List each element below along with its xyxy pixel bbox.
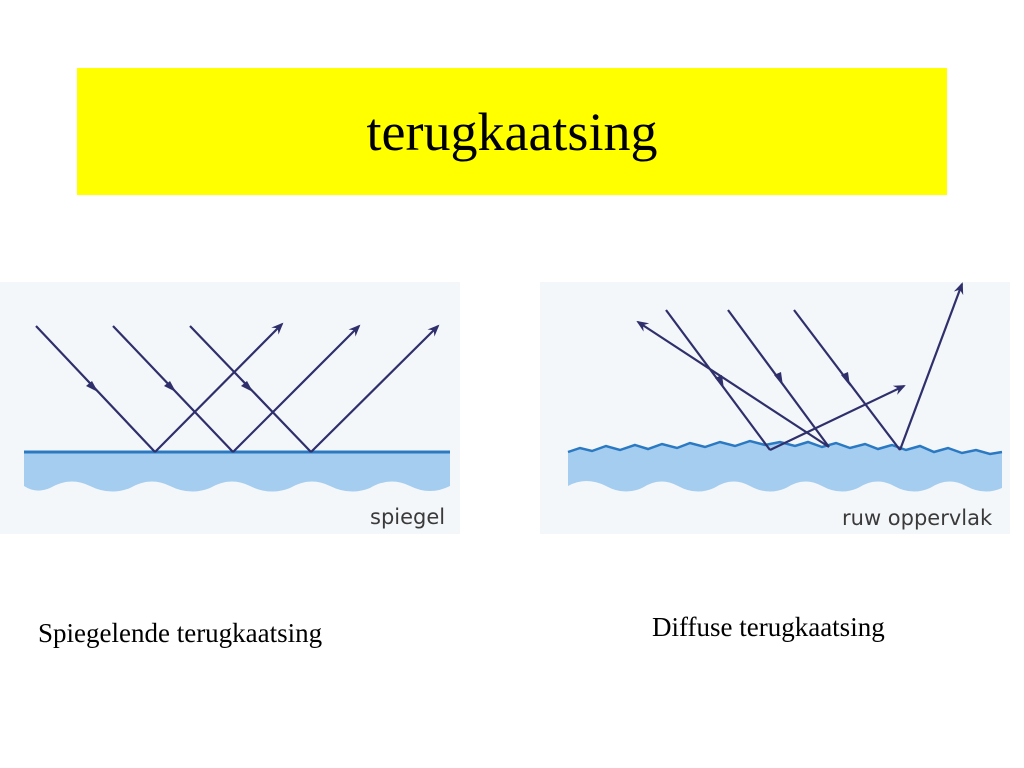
mirror-water	[24, 452, 450, 492]
rough-water	[568, 441, 1002, 492]
incident-arrowheads	[86, 381, 253, 392]
reflected-rays	[154, 322, 440, 453]
incident-arrowhead	[164, 381, 176, 392]
reflected-ray	[636, 320, 830, 448]
incident-arrowhead	[841, 372, 850, 386]
slide-title: terugkaatsing	[366, 101, 658, 162]
reflected-ray	[232, 324, 361, 453]
diffuse-reflection-svg: ruw oppervlak	[567, 282, 1003, 530]
rough-surface-line	[567, 439, 1003, 456]
reflected-rays-diffuse	[636, 282, 964, 451]
mirror-reflection-svg: spiegel	[24, 322, 450, 529]
incident-arrowhead	[715, 375, 724, 389]
incident-arrowheads-diffuse	[715, 372, 850, 389]
mirror-reflection-diagram: spiegel	[0, 282, 460, 534]
incident-rays-diffuse	[665, 309, 901, 451]
reflected-ray	[769, 385, 906, 451]
rough-surface-label: ruw oppervlak	[842, 506, 993, 530]
specular-caption: Spiegelende terugkaatsing	[38, 618, 323, 648]
reflected-ray	[154, 322, 284, 453]
title-box: terugkaatsing	[77, 68, 947, 195]
reflected-ray	[310, 324, 440, 453]
diffuse-caption: Diffuse terugkaatsing	[652, 612, 885, 642]
reflected-ray	[898, 282, 964, 451]
diffuse-reflection-diagram: ruw oppervlak	[540, 282, 1010, 534]
mirror-label: spiegel	[370, 505, 445, 529]
incident-arrowhead	[774, 372, 783, 386]
incident-arrowhead	[86, 381, 98, 392]
incident-arrowhead	[241, 381, 253, 392]
